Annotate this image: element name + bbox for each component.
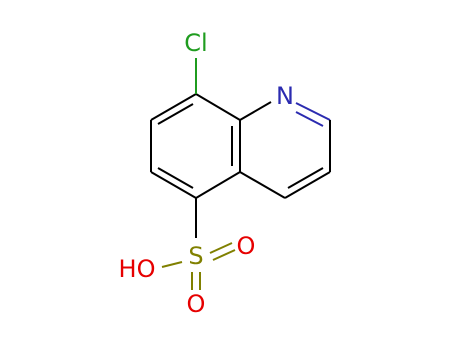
bond-c8a-n1: [239, 101, 272, 121]
bond-c8-c7-inner: [157, 103, 194, 125]
bond-n1-c2: [295, 102, 331, 121]
bond-s-oh: [161, 261, 183, 268]
atom-s: S: [188, 242, 203, 270]
bonds: [150, 58, 331, 290]
bond-s-o-right-a: [209, 242, 233, 254]
bond-c8-c7: [150, 93, 197, 121]
bond-c6-c5-inner: [157, 167, 194, 189]
atom-o-right: O: [237, 232, 256, 260]
bond-c8-c8a: [195, 93, 241, 121]
atom-n: N: [276, 82, 294, 110]
atom-o-bottom: O: [187, 290, 206, 318]
bond-c3-c4: [284, 171, 331, 199]
bond-c5-c4a: [195, 171, 241, 199]
atom-ho: HO: [119, 255, 156, 283]
bond-s-o-right-b: [212, 249, 236, 261]
bond-n1-c2-inner: [295, 111, 324, 127]
bond-c6-c5: [150, 171, 197, 199]
bond-c3-c4-inner: [287, 167, 324, 189]
bond-c4-c4a: [239, 171, 286, 199]
atom-cl: Cl: [184, 29, 207, 57]
atom-labels: Cl N S O O HO: [119, 29, 294, 318]
